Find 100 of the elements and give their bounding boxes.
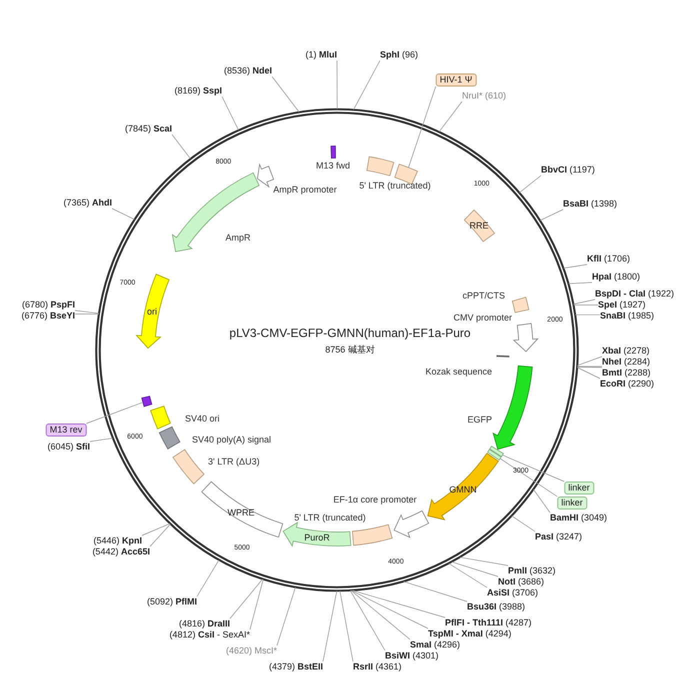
restriction-site-label: RsrII (4361)	[353, 662, 402, 672]
leader-line	[86, 402, 144, 424]
restriction-site-label: EcoRI (2290)	[600, 378, 654, 390]
restriction-site-label: BsiWI (4301)	[385, 650, 439, 662]
callout-label: linker	[564, 482, 594, 494]
restriction-site-label: SmaI (4296)	[410, 640, 460, 650]
restriction-site-label: (8536) NdeI	[224, 66, 272, 76]
restriction-site-label: BbvCI (1197)	[541, 164, 595, 176]
leader-line	[533, 489, 550, 513]
leader-line	[577, 367, 600, 379]
restriction-site-label: (6776) BseYI	[21, 310, 75, 322]
leader-line	[250, 579, 264, 630]
restriction-site-label: Bsu36I (3988)	[467, 602, 526, 612]
leader-line	[351, 590, 428, 629]
feature-box	[487, 449, 502, 460]
restriction-site-label: (4816) DraIII	[178, 618, 230, 630]
restriction-site-label: SphI (96)	[380, 50, 418, 60]
restriction-site-label: (5442) Acc65I	[92, 546, 150, 558]
restriction-site-label: HpaI (1800)	[592, 272, 640, 282]
restriction-site-label: (5092) PflMI	[146, 596, 197, 608]
restriction-site-label: NheI (2284)	[602, 356, 650, 368]
restriction-site-label: WPRE	[228, 508, 254, 518]
restriction-site-label: (6045) SfiI	[47, 442, 90, 452]
restriction-site-label: ori	[147, 306, 157, 318]
leader-line	[568, 282, 592, 284]
leader-line	[460, 556, 508, 566]
plasmid-size: 8756 碱基对	[325, 344, 375, 356]
restriction-site-label: (4620) MscI*	[226, 646, 277, 656]
feature-label: CMV promoter	[453, 312, 512, 324]
leader-line	[403, 581, 468, 602]
feature-label: SV40 ori	[185, 414, 220, 424]
feature-label: 5' LTR (truncated)	[359, 180, 431, 192]
leader-line	[340, 590, 354, 662]
feature-label: EGFP	[467, 414, 492, 426]
leader-line	[196, 560, 220, 597]
leader-line	[112, 208, 135, 220]
restriction-site-label: SnaBI (1985)	[600, 310, 654, 322]
leader-line	[350, 590, 410, 640]
feature-label: SV40 poly(A) signal	[192, 434, 272, 446]
leader-line	[500, 458, 558, 497]
leader-line	[575, 314, 600, 316]
restriction-site-label: TspMI - XmaI (4294)	[428, 628, 512, 640]
restriction-site-label: (7365) AhdI	[63, 198, 112, 208]
restriction-site-label: BmtI (2288)	[602, 368, 651, 378]
restriction-site-label: (1) MluI	[306, 50, 337, 60]
leader-line	[172, 134, 191, 160]
restriction-site-label: XbaI (2278)	[602, 346, 650, 356]
restriction-site-label: KflI (1706)	[587, 254, 630, 264]
leader-line	[448, 563, 488, 588]
restriction-site-label: PflFI - Tth111I (4287)	[445, 618, 532, 628]
feature-label: M13 fwd	[316, 160, 350, 172]
restriction-site-label: BspDI - ClaI (1922)	[595, 288, 674, 300]
leader-line	[352, 590, 446, 618]
leader-line	[222, 96, 239, 130]
restriction-site-label: NruI* (610)	[462, 90, 506, 102]
feature-label: cPPT/CTS	[462, 290, 505, 302]
feature-label: 5' LTR (truncated)	[294, 512, 366, 524]
restriction-site-label: PuroR	[304, 532, 330, 544]
leader-line	[519, 175, 542, 193]
leader-line	[150, 524, 171, 547]
leader-line	[276, 587, 296, 646]
feature-box	[141, 396, 152, 407]
leader-line	[502, 454, 565, 482]
feature-box	[489, 446, 504, 457]
feature-label: Kozak sequence	[425, 366, 492, 378]
leader-line	[540, 209, 564, 221]
feature-label: EF-1α core promoter	[333, 494, 417, 506]
restriction-site-label: NotI (3686)	[498, 576, 544, 588]
feature-label: AmpR	[226, 232, 250, 244]
restriction-site-label: BamHI (3049)	[550, 512, 608, 524]
leader-line	[563, 264, 588, 268]
plasmid-title: pLV3-CMV-EGFP-GMNN(human)-EF1a-Puro	[229, 326, 471, 340]
leader-line	[90, 438, 114, 442]
feature-label: 3' LTR (ΔU3)	[208, 456, 260, 468]
callout-label: M13 rev	[46, 424, 86, 436]
feature-label: AmpR promoter	[273, 184, 337, 196]
leader-line	[74, 310, 100, 314]
callout-label: linker	[557, 496, 587, 510]
leader-line	[511, 516, 536, 532]
leader-line	[272, 76, 300, 112]
leader-line	[336, 60, 338, 110]
leader-line	[322, 590, 338, 662]
leader-line	[353, 60, 380, 110]
restriction-site-label: RRE	[470, 220, 488, 232]
restriction-site-label: AsiSI (3706)	[487, 588, 538, 598]
restriction-site-label: SpeI (1927)	[598, 300, 646, 310]
leader-line	[438, 101, 462, 132]
restriction-site-label: (4379) BstEII	[268, 662, 323, 672]
restriction-site-label: (8169) SspI	[174, 86, 222, 96]
leader-line	[408, 86, 436, 168]
leader-line	[350, 590, 386, 651]
restriction-site-label: BsaBI (1398)	[563, 198, 618, 210]
leader-line	[577, 356, 602, 366]
restriction-site-label: (5446) KpnI	[93, 536, 142, 546]
restriction-site-label: PmlI (3632)	[508, 566, 556, 576]
leader-line	[230, 578, 263, 619]
restriction-site-label: (6780) PspFI	[22, 300, 75, 310]
leader-line	[573, 299, 596, 304]
leader-line	[451, 562, 498, 577]
leader-line	[573, 304, 598, 306]
